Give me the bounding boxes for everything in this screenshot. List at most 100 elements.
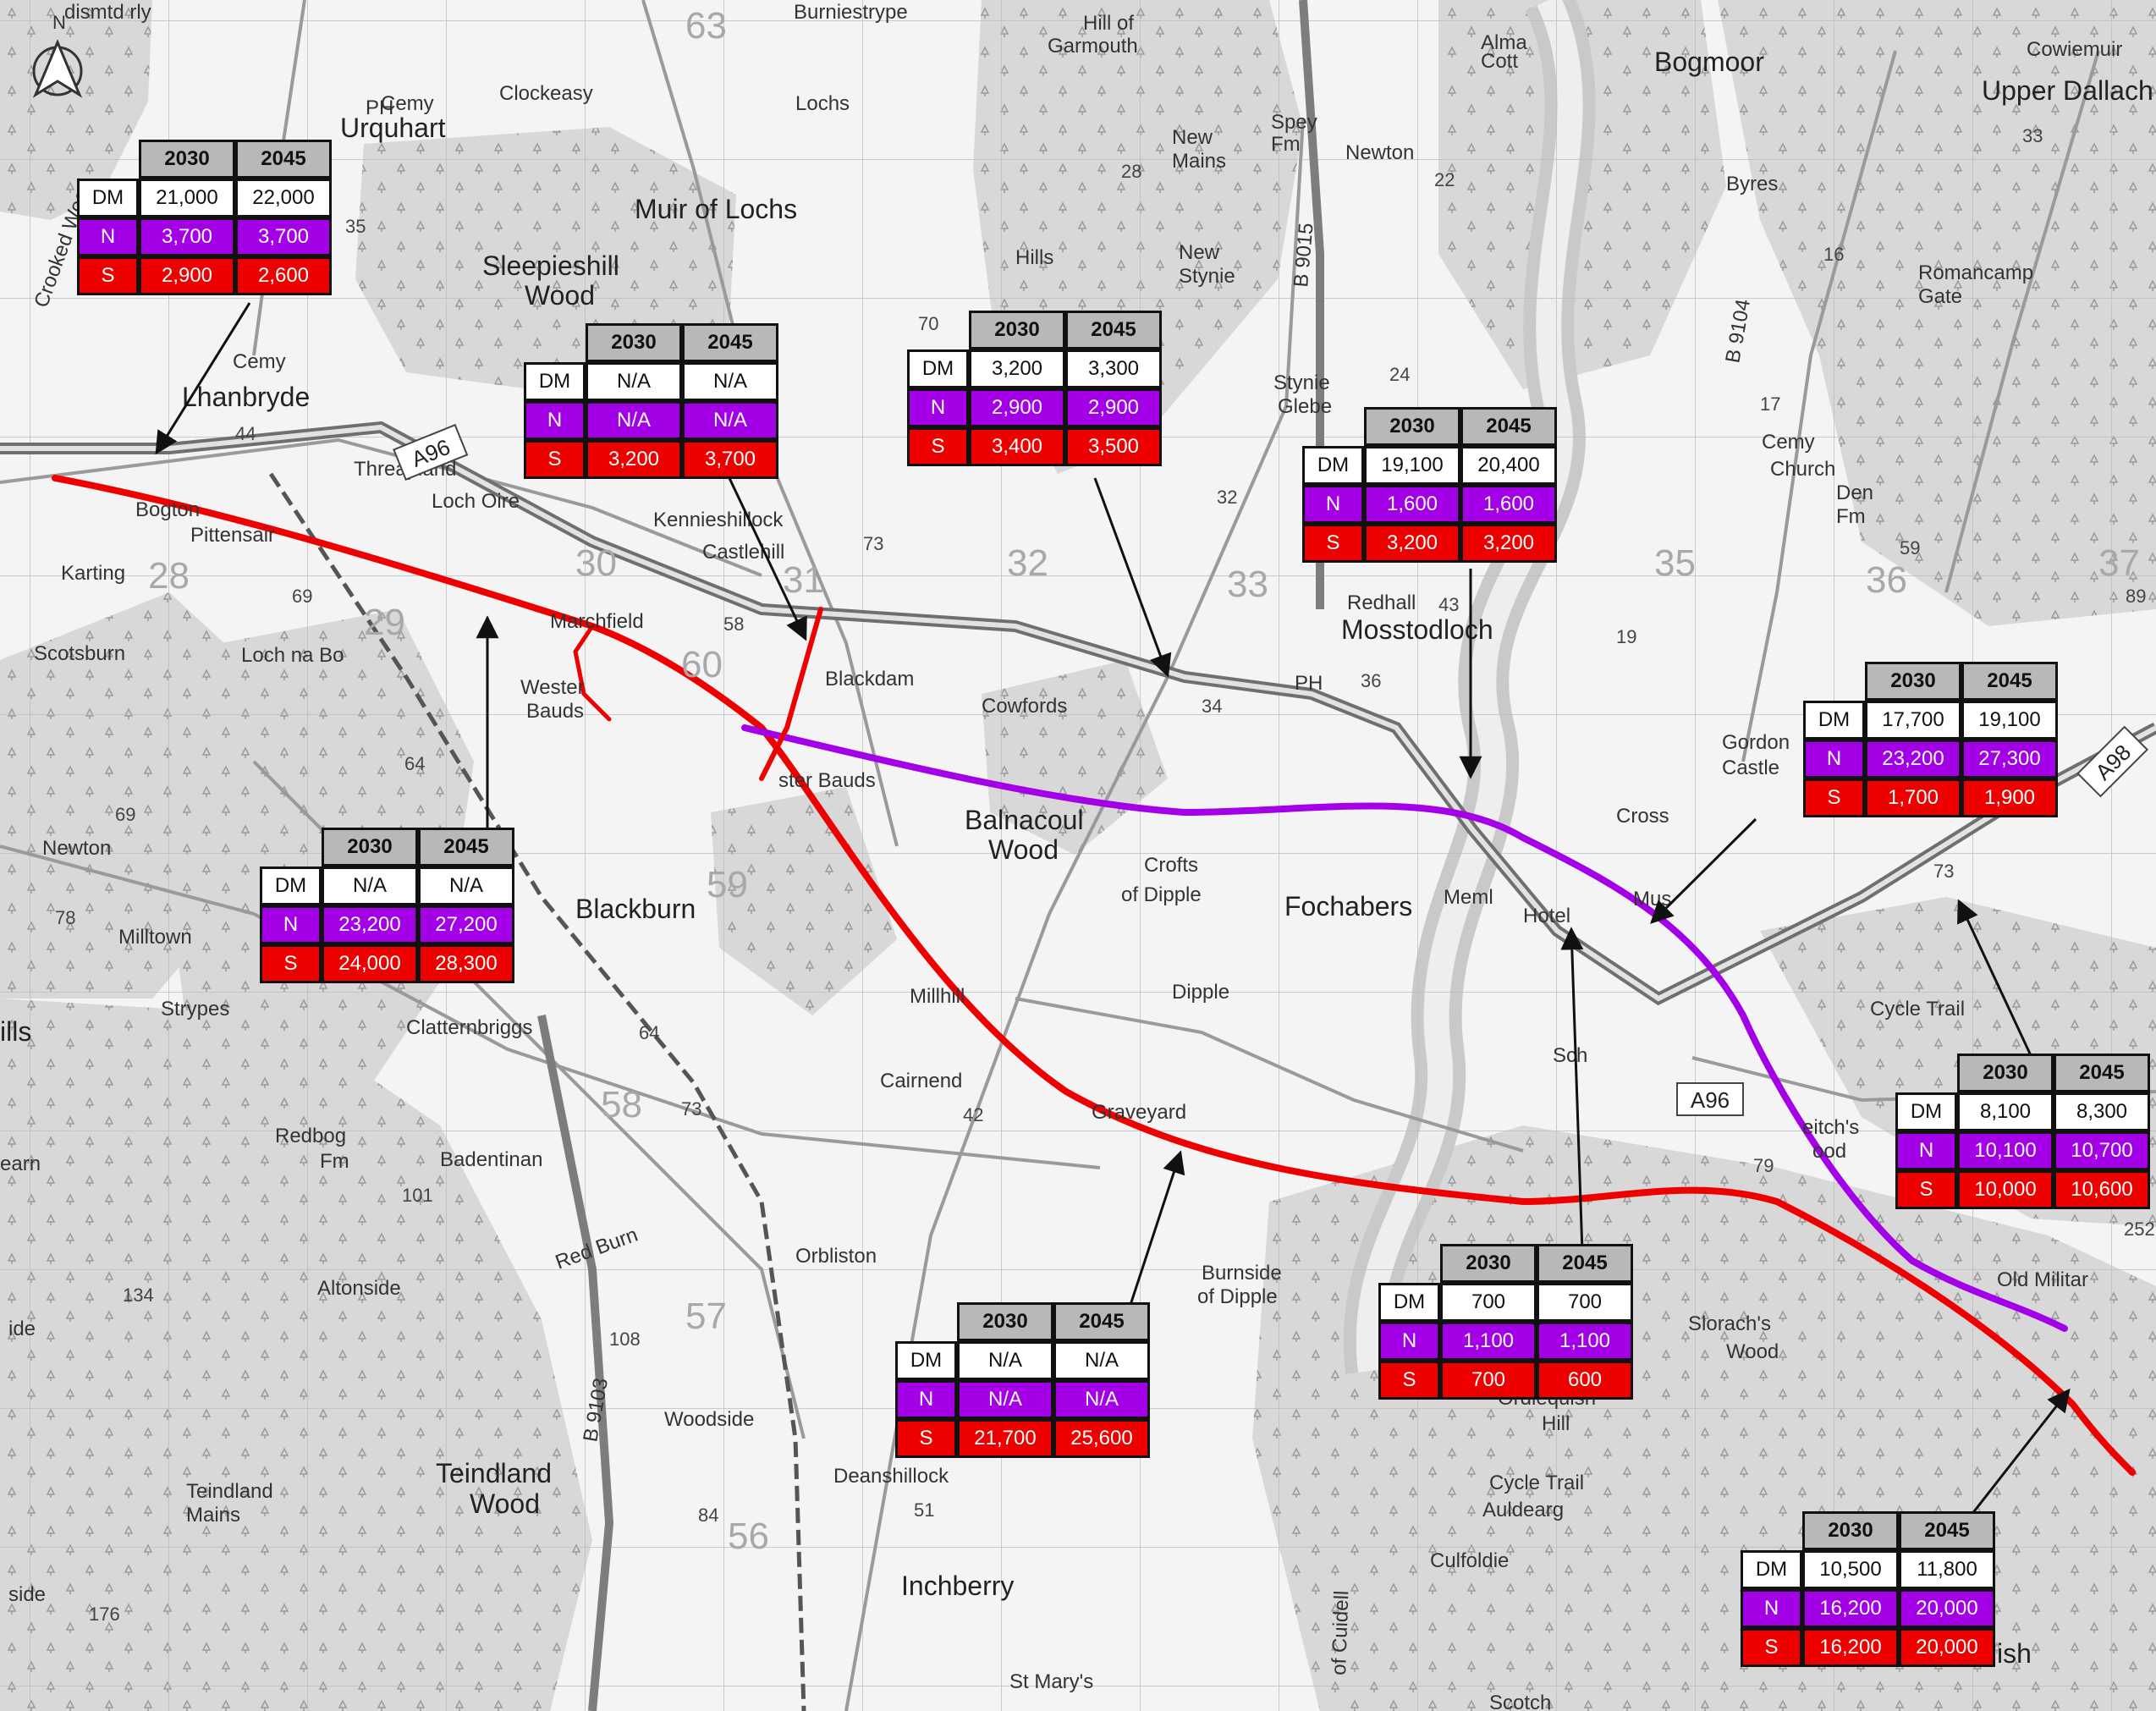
svg-text:252: 252	[2124, 1219, 2155, 1240]
svg-text:73: 73	[681, 1098, 701, 1120]
svg-text:Fm: Fm	[1836, 505, 1866, 528]
svg-text:29: 29	[364, 602, 405, 643]
railway	[268, 472, 806, 1711]
svg-text:Sch: Sch	[1553, 1044, 1587, 1067]
svg-text:35: 35	[345, 216, 366, 237]
svg-text:Fm: Fm	[1271, 133, 1301, 156]
flow-table-10: 2030 2045 DM 10,500 11,800 N 16,200 20,0…	[1741, 1511, 1995, 1667]
svg-text:Scotsburn: Scotsburn	[34, 642, 125, 665]
svg-text:69: 69	[115, 804, 135, 825]
svg-text:earn: earn	[0, 1153, 41, 1175]
svg-text:Sleepieshill: Sleepieshill	[482, 250, 619, 281]
svg-text:New: New	[1179, 241, 1220, 264]
svg-text:Hill of: Hill of	[1083, 12, 1134, 35]
svg-text:Loch Oire: Loch Oire	[432, 490, 520, 513]
svg-text:Bogton: Bogton	[135, 498, 200, 521]
svg-text:Cemy: Cemy	[381, 92, 434, 115]
svg-text:Alma: Alma	[1481, 31, 1527, 54]
svg-text:Karting: Karting	[61, 562, 125, 585]
svg-text:79: 79	[1753, 1155, 1774, 1176]
svg-text:Slorach's: Slorach's	[1688, 1312, 1771, 1335]
svg-text:63: 63	[685, 5, 727, 47]
svg-text:of Dipple: of Dipple	[1197, 1285, 1278, 1308]
svg-text:30: 30	[575, 542, 617, 584]
svg-text:31: 31	[783, 559, 824, 601]
svg-text:Gordon: Gordon	[1722, 731, 1790, 754]
svg-text:Cycle Trail: Cycle Trail	[1870, 998, 1965, 1021]
svg-text:17: 17	[1760, 393, 1780, 415]
grid-numbers: 28 29 30 31 32 33 35 36 37 63 60 59 58 5…	[148, 5, 2140, 1557]
svg-text:22: 22	[1434, 169, 1455, 190]
svg-text:59: 59	[1900, 537, 1920, 558]
svg-text:101: 101	[402, 1185, 433, 1206]
svg-text:134: 134	[123, 1285, 154, 1306]
svg-text:Mains: Mains	[1172, 150, 1226, 173]
svg-text:Old Militar: Old Militar	[1997, 1268, 2088, 1291]
svg-text:28: 28	[1121, 161, 1141, 182]
svg-text:34: 34	[1202, 696, 1222, 717]
svg-text:Burnside: Burnside	[1202, 1262, 1282, 1285]
svg-text:Deanshillock: Deanshillock	[833, 1465, 949, 1488]
svg-text:28: 28	[148, 555, 190, 597]
svg-text:PH: PH	[366, 96, 393, 119]
svg-text:Scotch: Scotch	[1489, 1692, 1551, 1711]
svg-text:Bauds: Bauds	[526, 700, 584, 723]
svg-text:Wester: Wester	[520, 676, 585, 699]
svg-text:Pittensair: Pittensair	[190, 524, 275, 547]
svg-text:43: 43	[1438, 594, 1459, 615]
callout-arrows	[155, 302, 2071, 1516]
svg-text:Romancamp: Romancamp	[1918, 261, 2033, 284]
svg-text:Upper Dallach: Upper Dallach	[1982, 75, 2153, 106]
svg-text:Redbog: Redbog	[275, 1125, 346, 1147]
svg-text:New: New	[1172, 126, 1213, 149]
svg-text:Teindland: Teindland	[186, 1480, 273, 1503]
svg-text:Milltown: Milltown	[118, 926, 192, 949]
svg-text:Cross: Cross	[1616, 805, 1669, 828]
svg-text:Mosstodloch: Mosstodloch	[1341, 614, 1493, 645]
svg-text:Graveyard: Graveyard	[1092, 1101, 1186, 1124]
svg-text:Newton: Newton	[1345, 141, 1414, 164]
svg-text:Millhill: Millhill	[910, 985, 965, 1008]
flow-table-6: 2030 2045 DM N/A N/A N 23,200 27,200 S 2…	[260, 828, 514, 983]
svg-text:Crofts: Crofts	[1144, 854, 1198, 877]
flow-table-4: 2030 2045 DM 19,100 20,400 N 1,600 1,600…	[1302, 407, 1557, 563]
svg-text:Wood: Wood	[470, 1488, 540, 1519]
svg-text:eitch's: eitch's	[1802, 1116, 1859, 1139]
route-south-line	[52, 475, 2136, 1476]
svg-text:73: 73	[863, 533, 883, 554]
svg-text:PH: PH	[1295, 672, 1323, 695]
svg-text:19: 19	[1616, 626, 1636, 647]
svg-text:Hills: Hills	[1015, 246, 1053, 269]
svg-text:Wood: Wood	[1726, 1340, 1779, 1363]
flow-table-2: 2030 2045 DM N/A N/A N N/A N/A S 3,200 3…	[524, 323, 778, 479]
svg-text:Muir of Lochs: Muir of Lochs	[635, 194, 797, 224]
spot-heights: 44 35 28 22 33 16 70 24 17 32 73 58 43 3…	[55, 125, 2155, 1625]
svg-text:Cemy: Cemy	[1762, 431, 1815, 454]
svg-text:Culfoldie: Culfoldie	[1430, 1549, 1509, 1572]
svg-text:Burniestrype: Burniestrype	[794, 1, 908, 24]
svg-text:56: 56	[728, 1516, 769, 1557]
svg-text:64: 64	[639, 1022, 659, 1043]
svg-text:Strypes: Strypes	[161, 998, 229, 1021]
svg-text:Fm: Fm	[320, 1150, 349, 1173]
svg-text:Fochabers: Fochabers	[1284, 891, 1412, 922]
svg-text:Badentinan: Badentinan	[440, 1148, 542, 1171]
road-label-a96-east: A96	[1676, 1082, 1744, 1116]
route-south-spur	[759, 607, 823, 781]
svg-text:51: 51	[914, 1499, 934, 1521]
svg-text:16: 16	[1823, 244, 1844, 265]
svg-text:Blackdam: Blackdam	[825, 668, 914, 690]
svg-text:Castlehill: Castlehill	[702, 541, 784, 564]
svg-text:Lhanbryde: Lhanbryde	[182, 382, 310, 412]
svg-text:Cemy: Cemy	[233, 350, 286, 373]
route-north-line	[741, 724, 2068, 1332]
svg-text:Teindland: Teindland	[436, 1458, 552, 1488]
svg-text:37: 37	[2098, 542, 2140, 584]
svg-text:Glebe: Glebe	[1278, 395, 1332, 418]
north-arrow-icon: N	[32, 12, 83, 98]
svg-text:89: 89	[2126, 586, 2146, 607]
svg-text:58: 58	[601, 1084, 642, 1125]
svg-text:59: 59	[707, 864, 748, 905]
svg-text:Church: Church	[1770, 458, 1835, 481]
svg-text:Orbliston: Orbliston	[795, 1245, 877, 1268]
